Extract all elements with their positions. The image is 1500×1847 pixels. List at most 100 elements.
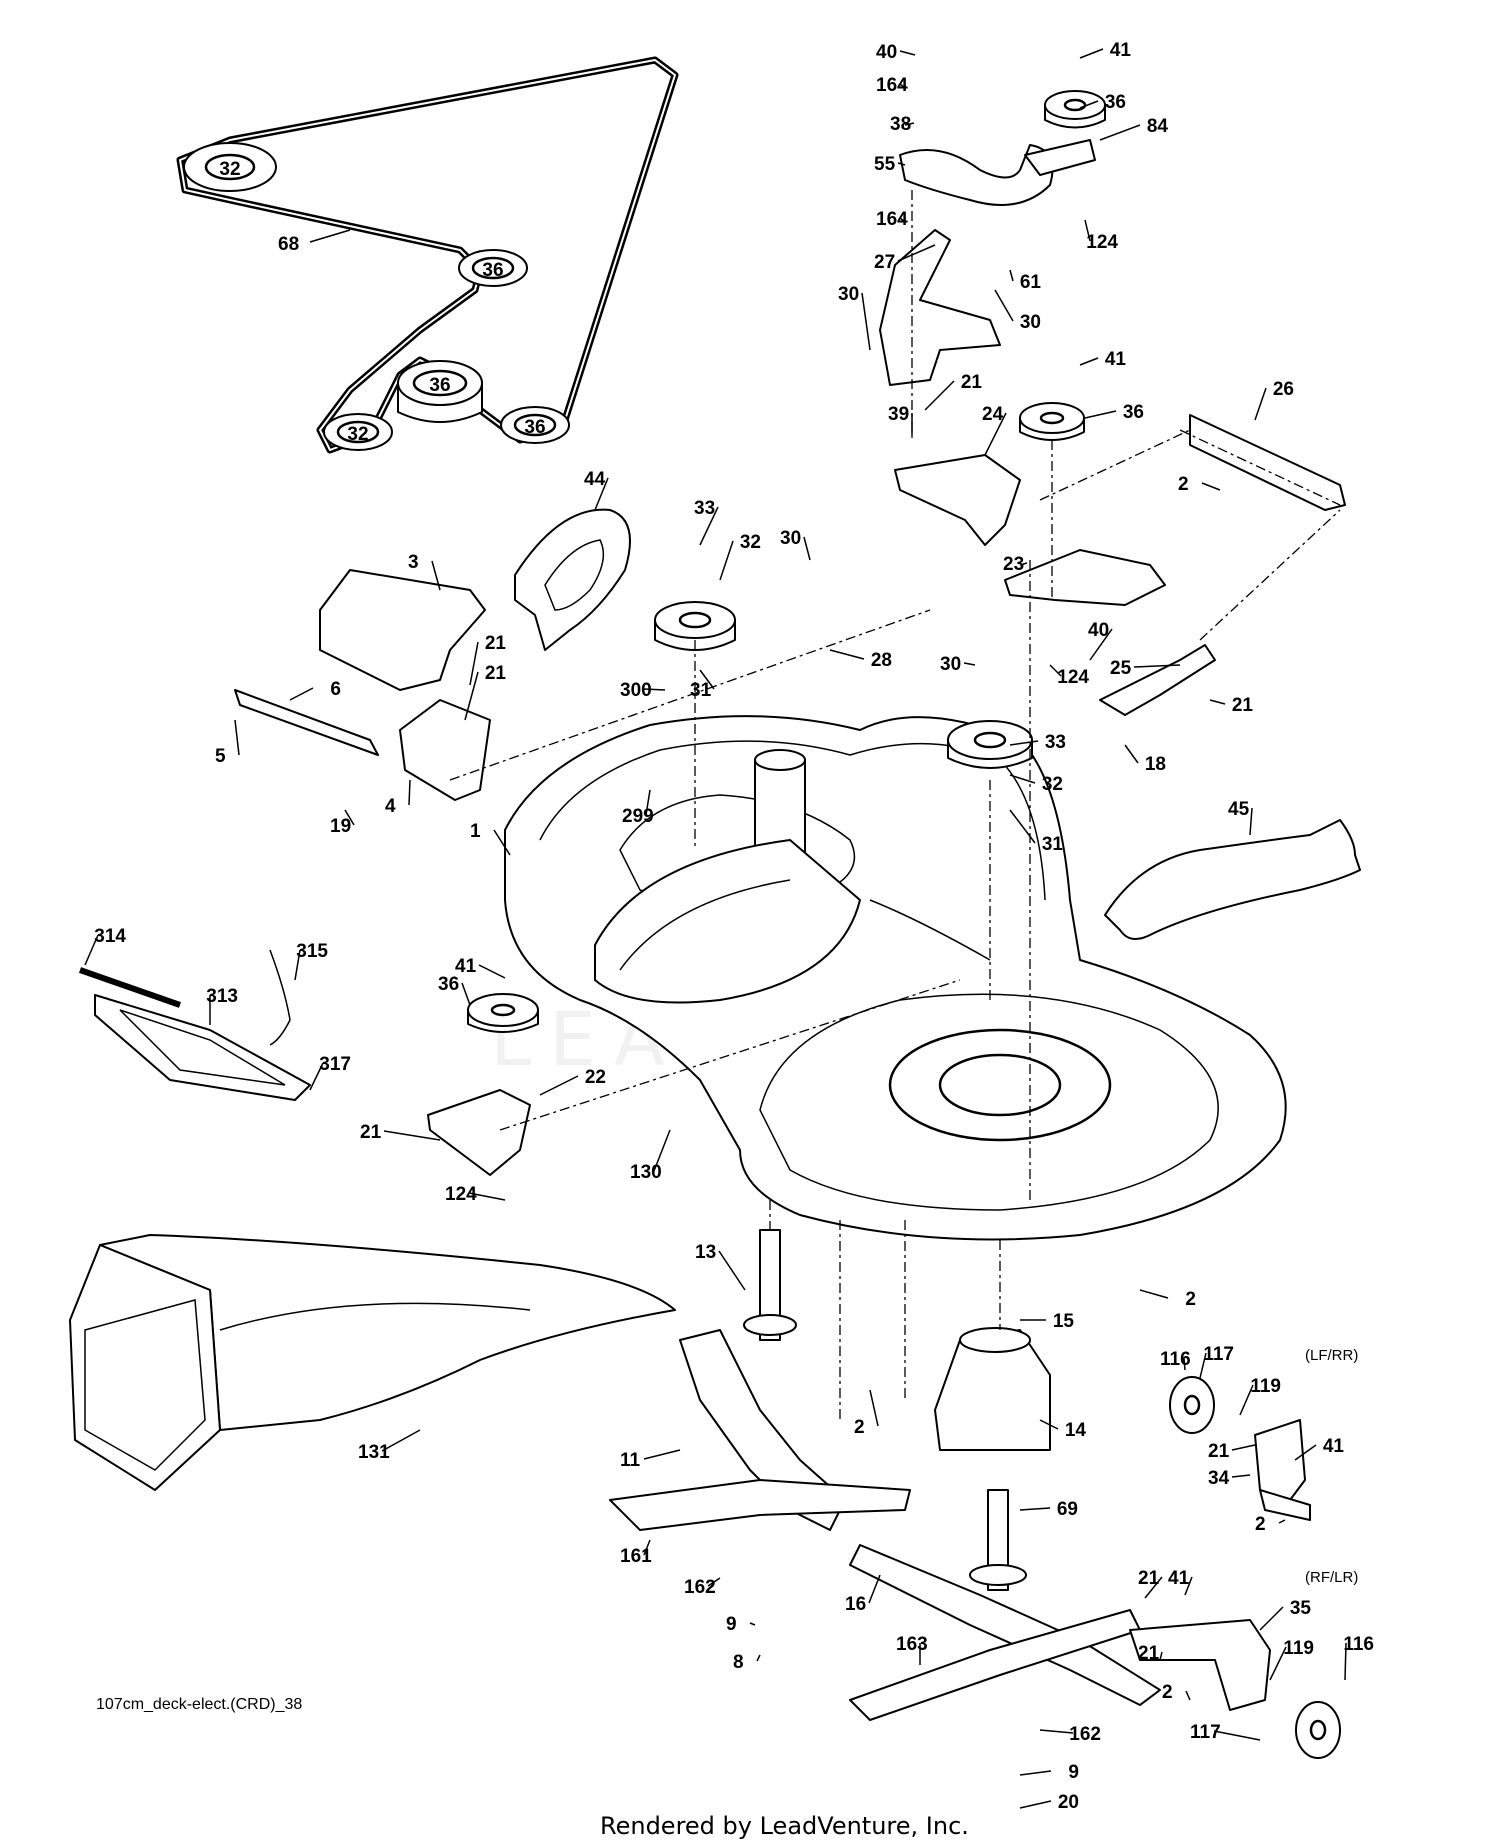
part-number-label: 164: [876, 75, 908, 96]
discharge-chute-part: [69, 1234, 676, 1491]
part-number-label: 119: [1250, 1376, 1281, 1397]
part-callout: 28: [829, 649, 892, 671]
part-number-label: 40: [876, 42, 897, 63]
part-callout: 299: [622, 789, 654, 827]
part-number-label: 19: [330, 816, 351, 837]
part-callout: 41: [1294, 1436, 1344, 1461]
belt-callout: 68: [278, 234, 299, 255]
part-number-label: 61: [1020, 272, 1042, 293]
part-callout: 130: [630, 1129, 671, 1183]
part-callout: 19: [330, 809, 355, 837]
part-callout: 24: [982, 404, 1007, 456]
rendered-by-footer: Rendered by LeadVenture, Inc.: [600, 1812, 969, 1840]
part-number-label: 2: [1178, 474, 1189, 495]
blade-16: [849, 1544, 1161, 1706]
part-callout: 131: [358, 1429, 421, 1463]
part-number-label: 162: [1069, 1724, 1101, 1745]
part-number-label: 16: [845, 1594, 866, 1615]
spring-315: [269, 949, 291, 1046]
part-callout: 30: [940, 654, 976, 675]
part-number-label: 2: [1255, 1514, 1266, 1535]
part-number-label: 14: [1065, 1420, 1087, 1441]
bracket-4: [399, 699, 491, 801]
baffle-313: [94, 994, 311, 1101]
part-number-label: 300: [620, 680, 652, 701]
part-number-label: 11: [620, 1450, 641, 1471]
part-callout: 119: [1269, 1638, 1314, 1681]
part-callout: 9: [1019, 1762, 1079, 1783]
part-callout: 40: [876, 42, 916, 63]
part-number-label: 28: [871, 650, 892, 671]
part-callout: 21: [1209, 695, 1253, 716]
part-callout: 32: [1009, 774, 1063, 795]
pulley-callout: 32: [219, 159, 240, 180]
part-number-label: 55: [874, 154, 896, 175]
part-number-label: 41: [1105, 349, 1127, 370]
part-number-label: 30: [1020, 312, 1041, 333]
belt-cover-part: [514, 508, 631, 651]
part-number-label: 21: [360, 1122, 382, 1143]
part-number-label: 23: [1003, 554, 1024, 575]
part-callout: 30: [838, 284, 871, 351]
part-callout: 38: [890, 114, 915, 135]
part-number-label: 116: [1343, 1634, 1374, 1655]
part-number-label: 26: [1273, 379, 1294, 400]
part-number-label: 18: [1145, 754, 1166, 775]
part-number-label: 36: [438, 974, 459, 995]
bar-26: [1189, 414, 1346, 511]
part-callout: 314: [84, 926, 126, 966]
part-callout: 2: [1139, 1289, 1196, 1310]
part-number-label: 116: [1160, 1349, 1191, 1370]
part-callout: 69: [1019, 1499, 1078, 1520]
part-number-label: 24: [982, 404, 1004, 425]
rod-314: [79, 967, 181, 1008]
part-callout: 2: [1178, 474, 1221, 495]
part-number-label: 119: [1283, 1638, 1314, 1659]
pulley-callout: 36: [429, 375, 450, 396]
part-number-label: 317: [319, 1054, 351, 1075]
part-number-label: 35: [1290, 1598, 1312, 1619]
pulley-32-right: [947, 720, 1033, 769]
part-number-label: 41: [1168, 1568, 1190, 1589]
part-number-label: 21: [1138, 1643, 1160, 1664]
part-callout: 119: [1239, 1376, 1281, 1416]
part-number-label: 41: [1110, 40, 1132, 61]
part-number-label: 27: [874, 252, 895, 273]
part-number-label: 161: [620, 1546, 652, 1567]
part-number-label: 39: [888, 404, 909, 425]
part-callout: 116: [1160, 1349, 1191, 1371]
part-callout: 45: [1228, 799, 1253, 836]
part-callout: 33: [694, 498, 719, 546]
part-callout: 116: [1343, 1634, 1374, 1681]
part-callout: 124: [1049, 664, 1089, 688]
part-number-label: 21: [485, 663, 507, 684]
part-callout: 18: [1124, 744, 1166, 775]
part-number-label: 5: [215, 746, 226, 767]
part-number-label: 4: [385, 796, 396, 817]
pulley-36-lower: [467, 993, 539, 1033]
part-number-label: 21: [961, 372, 983, 393]
part-callout: 313: [206, 986, 238, 1025]
part-callout: 315: [294, 941, 328, 981]
part-callout: 23: [1003, 554, 1028, 575]
part-number-label: 20: [1058, 1792, 1079, 1813]
part-callout: 32: [719, 532, 761, 581]
part-number-label: 13: [695, 1242, 716, 1263]
pulley-36-idler-top: [1044, 90, 1106, 129]
part-callout: 2: [1162, 1682, 1191, 1703]
part-number-label: 117: [1190, 1722, 1221, 1743]
part-number-label: 38: [890, 114, 911, 135]
part-number-label: 45: [1228, 799, 1250, 820]
part-number-label: 124: [1086, 232, 1118, 253]
part-number-label: 21: [1138, 1568, 1160, 1589]
part-callout: 124: [445, 1184, 506, 1205]
assembly-lines: [449, 190, 1341, 1420]
part-callout: 41: [1168, 1568, 1193, 1596]
part-callout: 2: [1255, 1514, 1286, 1535]
part-callout: 21: [1138, 1568, 1163, 1599]
part-number-label: 21: [485, 633, 507, 654]
part-callout: 21: [464, 663, 507, 721]
part-callout: 26: [1254, 379, 1294, 421]
bracket-25: [1099, 644, 1216, 716]
part-number-label: 30: [780, 528, 801, 549]
